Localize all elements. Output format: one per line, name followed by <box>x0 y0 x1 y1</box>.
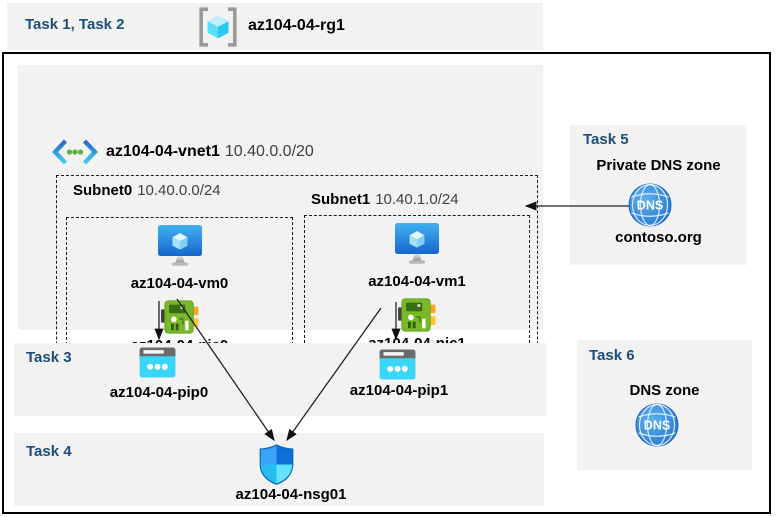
dns-zone-title: DNS zone <box>629 382 700 399</box>
vm1-icon <box>394 222 440 266</box>
dns-zone-icon: DNS <box>635 403 679 447</box>
task12-band: Task 1, Task 2 az104-04-rg1 <box>7 3 543 50</box>
nic1-icon <box>398 297 436 333</box>
virtual-network-icon <box>52 139 98 165</box>
vm1-name: az104-04-vm1 <box>368 273 466 290</box>
task5-box: Task 5 Private DNS zone DNS contoso.org <box>570 125 747 265</box>
subnet1-cidr: 10.40.1.0/24 <box>375 191 459 208</box>
subnet1-name: Subnet1 <box>311 191 371 208</box>
resource-group-name: az104-04-rg1 <box>248 17 345 34</box>
pip0-name: az104-04-pip0 <box>109 384 209 401</box>
vm0-name: az104-04-vm0 <box>130 275 229 292</box>
dns-zone-icon-text: DNS <box>644 419 670 433</box>
pip1-name: az104-04-pip1 <box>349 382 449 399</box>
vnet-name: az104-04-vnet1 <box>106 143 220 160</box>
task3-band: Task 3 az104-04-pip0 az104-04-pip1 <box>14 343 547 416</box>
private-dns-icon: DNS <box>628 183 672 227</box>
nsg-shield-icon <box>258 443 295 486</box>
task12-label: Task 1, Task 2 <box>25 16 125 33</box>
nic0-icon <box>161 299 199 335</box>
task3-label: Task 3 <box>26 349 72 366</box>
task4-band: Task 4 az104-04-nsg01 <box>14 433 544 506</box>
private-dns-zone-name: contoso.org <box>615 229 702 246</box>
private-dns-zone-title: Private DNS zone <box>596 157 721 174</box>
pip0-icon <box>139 347 176 378</box>
task6-label: Task 6 <box>589 347 635 364</box>
subnet0-name: Subnet0 <box>73 182 133 199</box>
subnet0-cidr: 10.40.0.0/24 <box>137 182 221 199</box>
task4-label: Task 4 <box>26 443 72 460</box>
pip1-icon <box>379 349 416 380</box>
vnet-cidr: 10.40.0.0/20 <box>224 143 314 160</box>
nsg-name: az104-04-nsg01 <box>235 486 347 503</box>
vm0-icon <box>157 224 203 268</box>
private-dns-icon-text: DNS <box>637 199 663 213</box>
task5-label: Task 5 <box>583 131 629 148</box>
task6-box: Task 6 DNS zone DNS <box>577 340 752 470</box>
resource-group-icon <box>197 7 239 47</box>
